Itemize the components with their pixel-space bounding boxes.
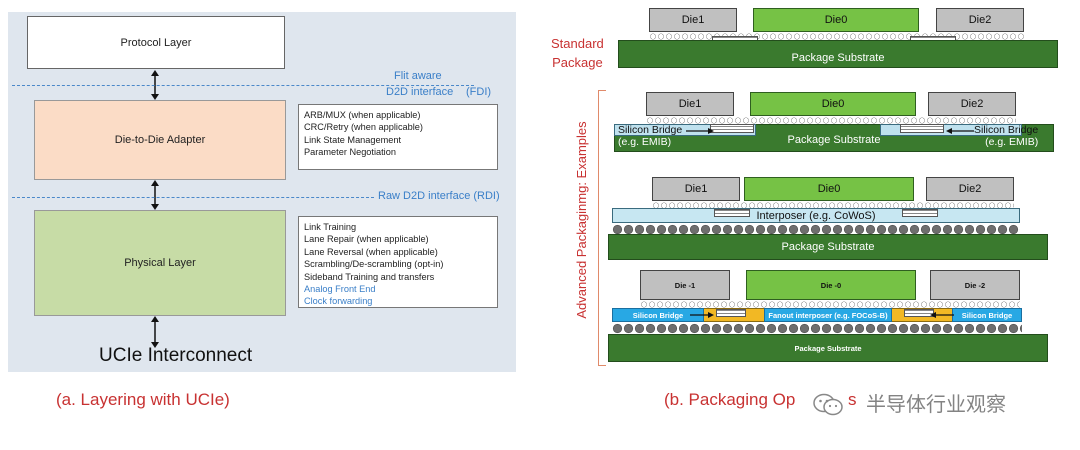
row3-die2: Die2 xyxy=(926,177,1014,201)
row4-c4-bumps xyxy=(612,323,1022,334)
rdi-double-arrow xyxy=(151,180,159,210)
row1-die1: Die1 xyxy=(649,8,737,32)
row2-die0: Die0 xyxy=(750,92,916,116)
d2d-function-item: CRC/Retry (when applicable) xyxy=(304,122,423,133)
row1-die2: Die2 xyxy=(936,8,1024,32)
row4-fanout-interposer: Fanout interposer (e.g. FOCoS-B) xyxy=(764,308,892,322)
d2d-function-item: Link State Management xyxy=(304,134,402,145)
row4-silicon-bridge-right: Silicon Bridge xyxy=(952,308,1022,322)
left-caption: (a. Layering with UCIe) xyxy=(56,390,230,409)
phy-function-item: Sideband Training and transfers xyxy=(304,271,435,282)
row4-die1: Die -1 xyxy=(640,270,730,300)
phy-function-item: Lane Reversal (when applicable) xyxy=(304,246,438,257)
phy-function-item-analog: Analog Front End xyxy=(304,284,376,295)
d2d-adapter-label: Die-to-Die Adapter xyxy=(114,134,206,146)
row4-arrow-left xyxy=(690,312,714,318)
protocol-layer-box: Protocol Layer xyxy=(27,16,285,69)
fdi-tag: (FDI) xyxy=(466,86,492,98)
row2-die2: Die2 xyxy=(928,92,1016,116)
row4-microbumps xyxy=(640,301,1020,308)
row3-interposer: Interposer (e.g. CoWoS) xyxy=(612,208,1020,223)
phy-function-item: Link Training xyxy=(304,222,357,232)
row3-routing-right xyxy=(902,209,938,217)
phy-function-item-clock: Clock forwarding xyxy=(304,296,373,307)
row3-routing-left xyxy=(714,209,750,217)
d2d-function-item: Parameter Negotiation xyxy=(304,147,396,158)
standard-package-label: Standard Package xyxy=(551,36,604,70)
row2-bridge-conn-left xyxy=(710,124,754,133)
d2d-functions-box: ARB/MUX (when applicable) CRC/Retry (whe… xyxy=(298,104,498,170)
d2d-adapter-box: Die-to-Die Adapter xyxy=(34,100,286,180)
interconnect-double-arrow xyxy=(151,316,159,348)
advanced-packaging-label: Advanced Packaginmg: Examples xyxy=(574,121,589,319)
phy-functions-box: Link Training Lane Repair (when applicab… xyxy=(298,216,498,308)
row1-die0: Die0 xyxy=(753,8,919,32)
wechat-logo-icon xyxy=(812,392,844,418)
row2-arrow-left xyxy=(686,128,714,134)
row4-conn-right xyxy=(904,309,934,317)
row2-bridge-right-label: Silicon Bridge (e.g. EMIB) xyxy=(974,124,1039,148)
protocol-layer-label: Protocol Layer xyxy=(120,36,192,49)
watermark-text: 半导体行业观察 xyxy=(866,392,1006,416)
rdi-dashed-line xyxy=(12,197,374,198)
row1-microbumps xyxy=(649,33,1024,40)
right-caption-end: s xyxy=(848,390,857,409)
row2-die1: Die1 xyxy=(646,92,734,116)
ucie-interconnect-label: UCIe Interconnect xyxy=(99,345,253,366)
row2-microbumps xyxy=(646,117,1016,124)
d2d-function-item: ARB/MUX (when applicable) xyxy=(304,110,421,120)
phy-function-item: Scrambling/De-scrambling (opt-in) xyxy=(304,259,444,270)
row3-microbumps xyxy=(652,202,1014,209)
row2-arrow-right xyxy=(946,128,974,134)
phy-function-item: Lane Repair (when applicable) xyxy=(304,234,429,245)
row3-package-substrate: Package Substrate xyxy=(608,234,1048,260)
row2-bridge-left-label: Silicon Bridge (e.g. EMIB) xyxy=(618,124,683,148)
right-caption: (b. Packaging Op xyxy=(664,390,796,409)
rdi-label: Raw D2D interface (RDI) xyxy=(378,190,500,202)
fdi-label-line1: Flit aware xyxy=(394,70,442,82)
physical-layer-label: Physical Layer xyxy=(124,257,196,269)
fdi-dashed-line xyxy=(12,85,474,86)
row2-bridge-conn-right xyxy=(900,124,944,133)
physical-layer-box: Physical Layer xyxy=(34,210,286,316)
fdi-label-line2: D2D interface xyxy=(386,86,454,98)
row3-die1: Die1 xyxy=(652,177,740,201)
row4-package-substrate: Package Substrate xyxy=(608,334,1048,362)
row4-die2: Die -2 xyxy=(930,270,1020,300)
row4-arrow-right xyxy=(930,312,954,318)
row3-die0: Die0 xyxy=(744,177,914,201)
row4-die0: Die -0 xyxy=(746,270,916,300)
row3-c4-bumps xyxy=(612,224,1020,235)
row4-conn-left xyxy=(716,309,746,317)
row1-package-substrate: Package Substrate xyxy=(618,40,1058,68)
advanced-bracket xyxy=(598,90,606,366)
